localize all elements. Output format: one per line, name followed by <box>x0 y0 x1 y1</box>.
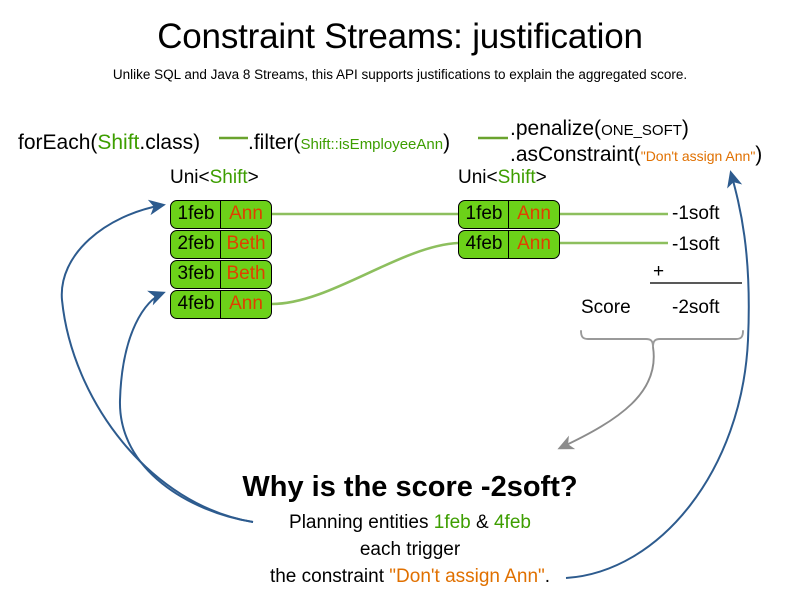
code-filter-ref-method: ::isEmployeeAnn <box>330 136 444 153</box>
score-label: Score <box>581 297 631 318</box>
code-as-constraint: .asConstraint("Don't assign Ann") <box>510 142 762 169</box>
cell-employee: Ann <box>220 200 272 229</box>
code-foreach-type: Shift <box>97 131 140 154</box>
code-filter-call: .filter( <box>248 131 301 154</box>
cell-employee: Ann <box>508 230 560 259</box>
cell-employee: Ann <box>508 200 560 229</box>
cell-date: 3feb <box>170 260 222 289</box>
justification-constraint-name: "Don't assign Ann" <box>389 566 545 587</box>
table-row[interactable]: 4feb Ann <box>170 290 272 319</box>
cell-date: 4feb <box>458 230 510 259</box>
page-title: Constraint Streams: justification <box>157 17 643 56</box>
cell-date: 1feb <box>458 200 510 229</box>
justification-entity-b: 4feb <box>493 512 531 533</box>
flow-line-4feb <box>271 241 459 306</box>
code-as-constraint-tail: ) <box>755 143 763 166</box>
code-penalize-call: .penalize( <box>510 117 602 140</box>
stream-label-left-suffix: > <box>247 167 259 188</box>
impact-value-1: -1soft <box>672 203 720 224</box>
table-row[interactable]: 1feb Ann <box>170 200 272 229</box>
justification-line1-pre: Planning entities <box>289 512 434 533</box>
code-penalize-tail: ) <box>681 117 689 140</box>
table-row[interactable]: 3feb Beth <box>170 260 272 289</box>
score-sum-operator: + <box>653 261 665 282</box>
code-foreach: forEach(Shift.class) <box>18 130 200 156</box>
page-subtitle: Unlike SQL and Java 8 Streams, this API … <box>112 67 688 82</box>
justification-line-2: each trigger <box>359 539 461 560</box>
code-foreach-call: forEach( <box>18 131 98 154</box>
score-brace <box>580 330 744 348</box>
stream-label-right-type: Shift <box>497 167 536 188</box>
justification-entity-a: 1feb <box>433 512 471 533</box>
brace-to-question-arrow <box>557 346 655 450</box>
cell-employee: Beth <box>220 260 272 289</box>
cell-date: 2feb <box>170 230 222 259</box>
cell-date: 1feb <box>170 200 222 229</box>
stream-label-left-prefix: Uni< <box>170 167 210 188</box>
score-total-value: -2soft <box>672 297 720 318</box>
justification-line-1: Planning entities 1feb & 4feb <box>210 511 610 535</box>
cell-date: 4feb <box>170 290 222 319</box>
justification-heading: Why is the score -2soft? <box>242 471 578 503</box>
justification-line-3: the constraint "Don't assign Ann". <box>210 565 610 589</box>
code-filter-ref-type: Shift <box>300 136 331 153</box>
justification-line1-amp: & <box>470 512 494 533</box>
code-filter-tail: ) <box>443 131 451 154</box>
justification-line3-post: . <box>544 566 551 587</box>
cell-employee: Beth <box>220 230 272 259</box>
code-as-constraint-arg: "Don't assign Ann" <box>640 148 756 164</box>
code-as-constraint-call: .asConstraint( <box>510 143 641 166</box>
table-row[interactable]: 2feb Beth <box>170 230 272 259</box>
stream-label-right-prefix: Uni< <box>458 167 498 188</box>
table-row[interactable]: 1feb Ann <box>458 200 560 229</box>
code-penalize: .penalize(ONE_SOFT) <box>510 116 689 144</box>
stream-label-left-type: Shift <box>209 167 248 188</box>
stream-type-label-right: Uni<Shift> <box>458 167 547 189</box>
code-penalize-arg: ONE_SOFT <box>601 122 682 139</box>
code-filter: .filter(Shift::isEmployeeAnn) <box>248 130 450 158</box>
stream-type-label-left: Uni<Shift> <box>170 167 259 189</box>
stream-label-right-suffix: > <box>535 167 547 188</box>
table-row[interactable]: 4feb Ann <box>458 230 560 259</box>
justification-line3-pre: the constraint <box>269 566 390 587</box>
impact-value-2: -1soft <box>672 234 720 255</box>
cell-employee: Ann <box>220 290 272 319</box>
code-foreach-tail: .class) <box>139 131 201 154</box>
